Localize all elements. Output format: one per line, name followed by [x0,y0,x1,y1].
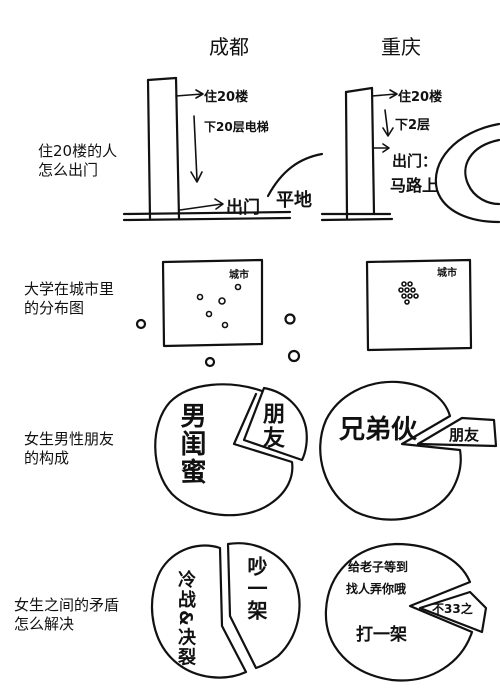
chongqing-buddy-label: 兄弟伙 [339,415,418,445]
chengdu-live-20-label: 住20楼 [204,90,249,105]
chongqing-city-map [365,258,473,352]
chongqing-find-label: 找人弄你哦 [346,582,407,596]
chengdu-conflict-pie [151,542,301,679]
chengdu-cold-war-label: 冷战&决裂 [175,570,196,668]
column-title-chengdu: 成都 [209,35,249,59]
column-title-chongqing: 重庆 [381,35,421,59]
chengdu-city-label: 城市 [229,270,249,281]
chengdu-exit-label: 出门 [226,198,260,218]
chengdu-city-map [135,258,301,368]
chongqing-building-sketch [320,86,500,224]
chongqing-never-mind-label: 不33之 [432,602,473,616]
chongqing-city-label: 城市 [437,268,457,279]
row-label-conflict-resolution: 女生之间的矛盾 怎么解决 [14,596,120,633]
chongqing-exit-label: 出门： [392,152,438,170]
row-label-exit-20th-floor: 住20楼的人 怎么出门 [38,142,118,179]
chengdu-male-bestie-label: 男闺蜜 [176,402,206,486]
chengdu-quarrel-label: 吵一架 [244,556,268,622]
chongqing-wait-label: 给老子等到 [348,560,409,574]
row-label-university-distribution: 大学在城市里 的分布图 [24,280,115,317]
row-label-male-friends: 女生男性朋友 的构成 [24,430,115,467]
chongqing-conflict-pie [324,542,488,682]
chengdu-flat-ground-label: 平地 [276,190,312,211]
chongqing-friend-label: 朋友 [449,426,480,444]
chongqing-down-2-label: 下2层 [395,118,431,133]
chengdu-friends-pie [154,383,308,517]
chengdu-building-sketch [122,76,324,222]
chongqing-fight-label: 打一架 [356,625,407,645]
chongqing-friends-pie [319,380,498,521]
chengdu-friend-label: 朋友 [259,402,284,450]
chengdu-down-20-elevator-label: 下20层电梯 [204,120,269,134]
chongqing-live-20-label: 住20楼 [398,90,443,105]
chongqing-road-label: 马路上 [390,176,439,195]
